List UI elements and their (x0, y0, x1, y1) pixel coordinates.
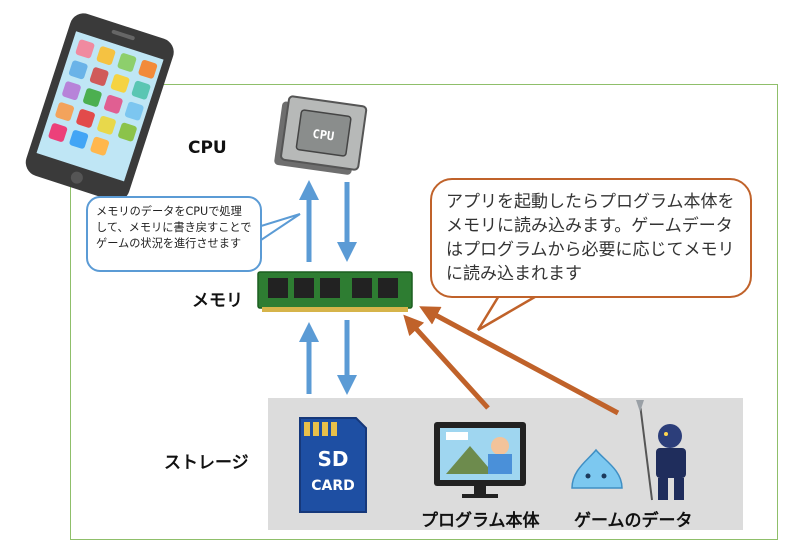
sd-card-line1: SD (317, 447, 348, 471)
diagram-frame (70, 84, 778, 540)
load-note-bubble: アプリを起動したらプログラム本体をメモリに読み込みます。ゲームデータはプログラム… (430, 178, 752, 298)
smartphone-icon (25, 13, 174, 202)
program-label: プログラム本体 (421, 511, 540, 531)
load-note-text: アプリを起動したらプログラム本体をメモリに読み込みます。ゲームデータはプログラム… (446, 192, 735, 284)
load-note-tail (476, 292, 545, 332)
cpu-chip-text: CPU (312, 127, 335, 144)
cpu-chip-icon: CPU (274, 95, 368, 175)
sd-card-line2: CARD (311, 478, 355, 494)
slime-icon (571, 448, 623, 489)
cpu-note-bubble: メモリのデータをCPUで処理して、メモリに書き戻すことでゲームの状況を進行させま… (86, 196, 262, 272)
program-load-arrow (403, 314, 490, 410)
game-data-label: ゲームのデータ (574, 511, 693, 531)
storage-label: ストレージ (164, 453, 249, 473)
knight-icon (636, 400, 686, 501)
sd-card-icon: SD CARD (299, 417, 367, 513)
cpu-note-text: メモリのデータをCPUで処理して、メモリに書き戻すことでゲームの状況を進行させま… (96, 205, 252, 250)
memory-module-icon (257, 271, 413, 312)
memory-label: メモリ (192, 291, 243, 311)
game-data-load-arrow (419, 306, 620, 416)
cpu-label: CPU (188, 138, 227, 158)
monitor-game-icon (434, 422, 526, 498)
